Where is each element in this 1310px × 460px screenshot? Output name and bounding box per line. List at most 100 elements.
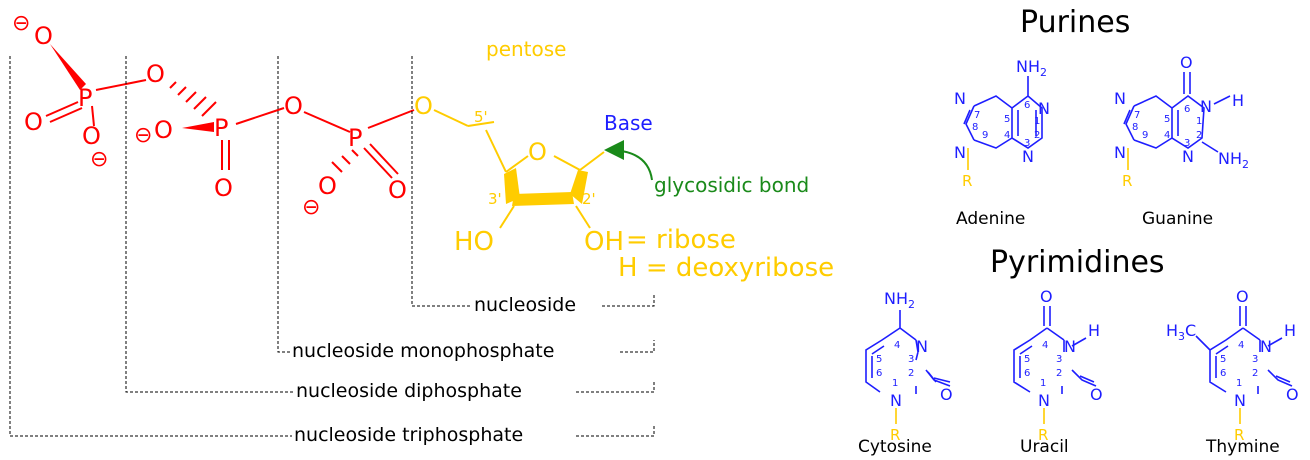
oxygen-3: O xyxy=(24,108,43,136)
thymine-n3: N xyxy=(1260,337,1272,356)
phosphorus-2: P xyxy=(214,114,228,142)
thymine-num1: 1 xyxy=(1236,378,1242,389)
cytosine-num2: 2 xyxy=(908,368,914,379)
cytosine-num4: 4 xyxy=(894,340,900,351)
adenine-num7: 7 xyxy=(974,110,980,121)
adenine-num1: 1 xyxy=(1034,116,1040,127)
bond-p2-o xyxy=(235,107,285,125)
charge-4: ⊖ xyxy=(302,195,320,220)
bond-o-c1 xyxy=(553,155,581,171)
uracil-num3: 3 xyxy=(1056,354,1062,365)
thymine-methyl: H3C xyxy=(1166,321,1196,343)
label-2-prime: 2' xyxy=(582,190,596,208)
cytosine-num5: 5 xyxy=(876,354,882,365)
uracil-o4: O xyxy=(1040,287,1053,306)
thymine-h3: H xyxy=(1284,321,1296,340)
guanine-h1: H xyxy=(1232,91,1244,110)
bracket-di-left xyxy=(125,56,294,393)
uracil-n1: N xyxy=(1038,391,1050,410)
bond-c1-base xyxy=(579,151,605,171)
adenine-double-bonds xyxy=(963,109,1037,136)
adenine-num3: 3 xyxy=(1024,138,1030,149)
pyrimidines-title: Pyrimidines xyxy=(990,245,1165,280)
wedge-bond-p2 xyxy=(182,122,214,132)
thymine-bonds xyxy=(1195,306,1293,394)
cytosine-nh2: NH2 xyxy=(884,289,915,311)
double-bond-p1-a xyxy=(45,101,79,117)
guanine-num9: 9 xyxy=(1142,130,1148,141)
bracket-tri-right xyxy=(576,424,655,437)
bracket-nucleoside-left xyxy=(411,56,470,307)
wedge-bond-p1 xyxy=(50,44,86,90)
ring-oxygen: O xyxy=(528,138,547,166)
guanine-n7: N xyxy=(1114,89,1126,108)
cytosine-n1: N xyxy=(890,391,902,410)
brackets: nucleoside nucleoside monophosphate nucl… xyxy=(9,56,655,446)
adenine-bonds xyxy=(965,76,1043,149)
deoxyribose-label: H = deoxyribose xyxy=(618,253,834,283)
label-monophosphate: nucleoside monophosphate xyxy=(292,340,554,362)
label-triphosphate: nucleoside triphosphate xyxy=(294,424,523,446)
adenine-n1: N xyxy=(1038,99,1050,118)
guanine-double-bonds xyxy=(1123,109,1179,136)
label-3-prime: 3' xyxy=(488,190,502,208)
glycosidic-arrow xyxy=(604,140,653,181)
guanine-structure: O N H N NH2 N N R 5 4 6 1 2 3 7 8 9 xyxy=(1114,53,1249,190)
bond-p1-o-lower xyxy=(91,105,95,127)
double-bond-p3-b xyxy=(369,143,399,175)
bond-p1-o xyxy=(95,79,147,91)
bond-o5-c5 xyxy=(433,109,469,127)
thymine-double-bonds xyxy=(1215,345,1291,383)
cytosine-double-bonds xyxy=(871,345,951,383)
adenine-num8: 8 xyxy=(972,122,978,133)
guanine-r: R xyxy=(1122,172,1132,190)
charge-1: ⊖ xyxy=(12,11,30,36)
uracil-num1: 1 xyxy=(1040,378,1046,389)
uracil-num2: 2 xyxy=(1056,368,1062,379)
uracil-h3: H xyxy=(1088,321,1100,340)
guanine-n1: N xyxy=(1200,97,1212,116)
cytosine-num6: 6 xyxy=(876,368,882,379)
guanine-num2: 2 xyxy=(1196,130,1202,141)
bond-c2-oh xyxy=(575,205,591,229)
thymine-n1: N xyxy=(1234,391,1246,410)
oxygen-7: O xyxy=(284,92,303,120)
cytosine-o2: O xyxy=(940,385,953,404)
uracil-n3: N xyxy=(1064,337,1076,356)
uracil-r: R xyxy=(1038,426,1048,444)
bracket-mono-left xyxy=(277,56,290,353)
uracil-num5: 5 xyxy=(1024,354,1030,365)
uracil-num6: 6 xyxy=(1024,368,1030,379)
guanine-num5: 5 xyxy=(1164,114,1170,125)
cytosine-num3: 3 xyxy=(908,354,914,365)
guanine-num6: 6 xyxy=(1184,104,1190,115)
adenine-n3: N xyxy=(1022,147,1034,166)
cytosine-n3: N xyxy=(916,337,928,356)
thymine-num4: 4 xyxy=(1238,340,1244,351)
hydroxyl-2: OH xyxy=(584,227,624,257)
thymine-num2: 2 xyxy=(1252,368,1258,379)
glycosidic-label: glycosidic bond xyxy=(654,173,809,197)
purines-title: Purines xyxy=(1020,5,1130,40)
hashed-bond-p3-o xyxy=(331,149,359,173)
double-bond-p1-b xyxy=(49,107,83,123)
cytosine-r: R xyxy=(890,426,900,444)
oxygen-2: O xyxy=(146,60,165,88)
uracil-o2: O xyxy=(1090,385,1103,404)
uracil-bonds xyxy=(1013,306,1097,394)
guanine-bonds xyxy=(1125,72,1231,153)
guanine-label: Guanine xyxy=(1142,209,1213,229)
thymine-r: R xyxy=(1234,426,1244,444)
adenine-structure: NH2 N N N N R 5 4 6 1 2 3 7 8 9 xyxy=(954,57,1050,190)
adenine-r: R xyxy=(962,172,972,190)
cytosine-structure: NH2 N N O R 4 5 6 1 2 3 xyxy=(865,289,953,444)
cytosine-label: Cytosine xyxy=(858,437,932,457)
ring-bold-bottom xyxy=(512,192,574,206)
oxygen-4: O xyxy=(82,122,101,150)
bond-c5-c4 xyxy=(485,129,507,173)
charge-3: ⊖ xyxy=(134,123,152,148)
bond-o-p3 xyxy=(303,111,351,133)
guanine-num1: 1 xyxy=(1196,116,1202,127)
ring-bold-right xyxy=(570,170,588,204)
thymine-o4: O xyxy=(1236,287,1249,306)
